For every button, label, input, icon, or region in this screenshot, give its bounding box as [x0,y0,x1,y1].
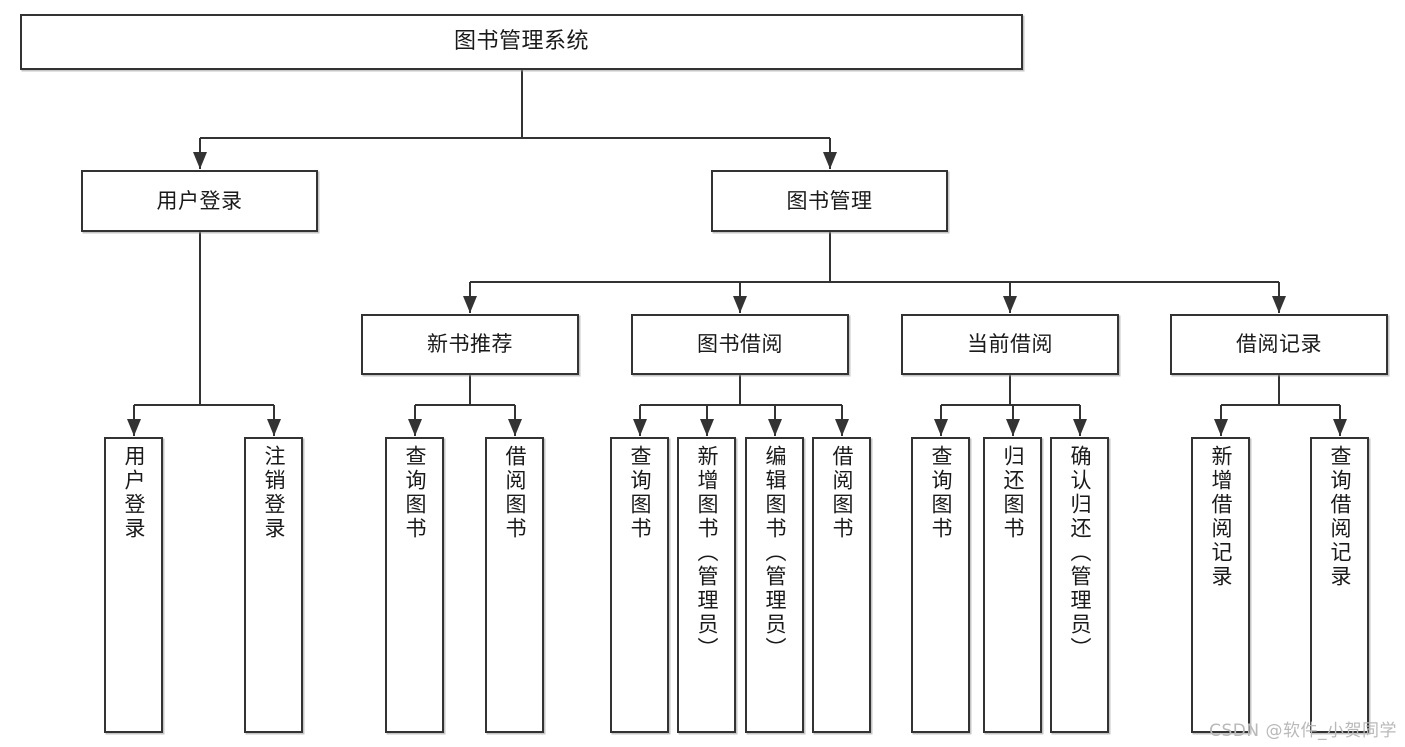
edge-arrowhead [700,419,714,436]
edge-arrowhead [733,296,747,313]
node-label: 借阅记录 [1236,332,1322,357]
edge-arrowhead [768,419,782,436]
node-label: 新增借阅记录 [1209,445,1233,589]
edge-arrowhead [823,152,837,169]
node-label: 查询图书 [403,445,427,541]
node-l3b[interactable]: 图书借阅 [631,314,849,375]
edge-arrowhead [193,152,207,169]
node-label: 新书推荐 [427,332,513,357]
node-label: 查询图书 [929,445,953,541]
node-label: 确认归还（管理员） [1068,445,1092,661]
node-f6[interactable]: 新增图书（管理员） [677,437,736,733]
node-f2[interactable]: 注销登录 [244,437,303,733]
node-f13[interactable]: 查询借阅记录 [1310,437,1369,733]
node-label: 用户登录 [156,188,243,213]
node-label: 归还图书 [1001,445,1025,541]
node-l3a[interactable]: 新书推荐 [361,314,579,375]
watermark-text: CSDN @软件_小贺同学 [1209,721,1397,741]
edge-arrowhead [408,419,422,436]
edge-arrowhead [1333,419,1347,436]
node-label: 图书借阅 [697,332,783,357]
edge-arrowhead [1272,296,1286,313]
node-label: 图书管理 [786,188,873,213]
node-f4[interactable]: 借阅图书 [485,437,544,733]
node-f3[interactable]: 查询图书 [385,437,444,733]
node-label: 新增图书（管理员） [695,445,719,661]
node-label: 图书管理系统 [453,29,589,55]
node-l3c[interactable]: 当前借阅 [901,314,1119,375]
node-label: 注销登录 [262,445,286,541]
node-f8[interactable]: 借阅图书 [812,437,871,733]
node-label: 借阅图书 [503,445,527,541]
node-f1[interactable]: 用户登录 [104,437,163,733]
node-label: 用户登录 [122,445,146,541]
edge-arrowhead [267,419,281,436]
node-l2b[interactable]: 图书管理 [711,170,948,232]
node-f9[interactable]: 查询图书 [911,437,970,733]
node-label: 编辑图书（管理员） [763,445,787,661]
edge-arrowhead [1006,419,1020,436]
node-f5[interactable]: 查询图书 [610,437,669,733]
edge-arrowhead [1214,419,1228,436]
edge-arrowhead [835,419,849,436]
edge-arrowhead [934,419,948,436]
node-label: 当前借阅 [967,332,1053,357]
node-label: 查询借阅记录 [1328,445,1352,589]
edge-arrowhead [1003,296,1017,313]
edge-arrowhead [508,419,522,436]
node-f11[interactable]: 确认归还（管理员） [1050,437,1109,733]
node-l3d[interactable]: 借阅记录 [1170,314,1388,375]
edge-arrowhead [633,419,647,436]
node-label: 借阅图书 [830,445,854,541]
node-f12[interactable]: 新增借阅记录 [1191,437,1250,733]
edge-arrowhead [1073,419,1087,436]
edge-arrowhead [463,296,477,313]
node-f10[interactable]: 归还图书 [983,437,1042,733]
node-label: 查询图书 [628,445,652,541]
node-f7[interactable]: 编辑图书（管理员） [745,437,804,733]
node-l2a[interactable]: 用户登录 [81,170,318,232]
edge-arrowhead [127,419,141,436]
node-root[interactable]: 图书管理系统 [20,14,1023,70]
